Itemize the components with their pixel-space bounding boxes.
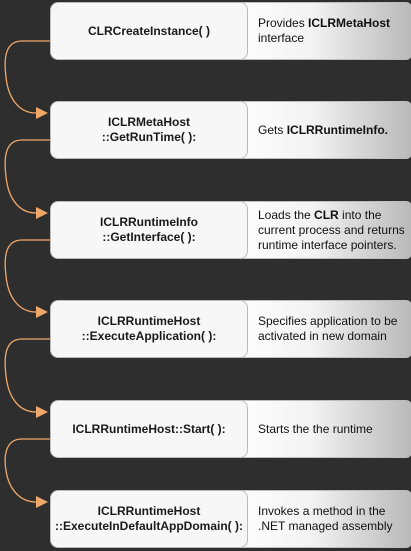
step-description-text: Loads the CLR into the current process a…	[258, 208, 405, 253]
method-name-line: ICLRRuntimeHost::Start( ):	[72, 421, 226, 436]
description-text: Invokes a method in the .NET managed ass…	[258, 504, 393, 533]
method-box: ICLRRuntimeInfo::GetInterface( ):	[50, 201, 248, 259]
step-description: Gets ICLRRuntimeInfo.	[230, 101, 411, 159]
step-description: Loads the CLR into the current process a…	[230, 201, 411, 259]
description-keyword: ICLRRuntimeInfo.	[286, 122, 389, 137]
method-box: ICLRRuntimeHost::ExecuteApplication( ):	[50, 300, 248, 358]
description-keyword: ICLRMetaHost	[308, 16, 391, 30]
connector-line-2	[4, 139, 50, 214]
arrow-head-icon	[36, 496, 48, 508]
method-name-line: ICLRRuntimeHost	[97, 504, 201, 518]
connector-line-5	[4, 438, 50, 503]
method-name-line: ICLRRuntimeInfo	[100, 215, 198, 229]
method-box: CLRCreateInstance( )	[50, 2, 248, 60]
description-keyword: CLR	[314, 207, 339, 222]
arrow-head-icon	[36, 406, 48, 418]
description-text: Loads the	[258, 207, 315, 222]
method-name-line: ::GetInterface( ):	[102, 230, 196, 244]
arrow-head-icon	[36, 107, 48, 119]
connector-line-4	[4, 338, 50, 413]
step-description-text: Gets ICLRRuntimeInfo.	[258, 123, 388, 138]
connector-line-1	[4, 40, 50, 114]
flow-step-1: Provides ICLRMetaHost interface CLRCreate…	[50, 2, 411, 60]
method-name-line: ICLRRuntimeHost	[97, 314, 201, 328]
description-text: Provides	[258, 16, 309, 30]
flow-step-2: Gets ICLRRuntimeInfo. ICLRMetaHost::GetRu…	[50, 101, 411, 159]
description-text: into the current process and returns run…	[258, 207, 405, 252]
description-text: Specifies application to be activated in…	[258, 314, 398, 343]
arrow-head-icon	[36, 306, 48, 318]
flow-step-3: Loads the CLR into the current process a…	[50, 201, 411, 259]
description-text: Gets	[258, 122, 287, 137]
step-description: Starts the the runtime	[230, 400, 411, 458]
arrow-head-icon	[36, 207, 48, 219]
method-name-line: ::GetRunTime( ):	[101, 130, 197, 144]
description-text: Starts the the runtime	[258, 421, 373, 436]
flow-step-6: Invokes a method in the .NET managed ass…	[50, 490, 411, 548]
flow-step-5: Starts the the runtime ICLRRuntimeHost::S…	[50, 400, 411, 458]
method-name-line: ::ExecuteInDefaultAppDomain( ):	[54, 519, 243, 533]
connector-line-3	[4, 239, 50, 313]
step-description: Provides ICLRMetaHost interface	[230, 2, 411, 60]
method-box: ICLRMetaHost::GetRunTime( ):	[50, 101, 248, 159]
method-name-line: ::ExecuteApplication( ):	[81, 329, 217, 343]
step-description-text: Specifies application to be activated in…	[258, 314, 405, 344]
step-description: Specifies application to be activated in…	[230, 300, 411, 358]
flow-step-4: Specifies application to be activated in…	[50, 300, 411, 358]
step-description-text: Invokes a method in the .NET managed ass…	[258, 504, 405, 534]
method-box: ICLRRuntimeHost::ExecuteInDefaultAppDoma…	[50, 490, 248, 548]
method-name-line: ICLRMetaHost	[107, 115, 190, 129]
step-description-text: Provides ICLRMetaHost interface	[258, 16, 405, 46]
description-text: interface	[258, 31, 305, 45]
step-description-text: Starts the the runtime	[258, 422, 373, 437]
method-box: ICLRRuntimeHost::Start( ):	[50, 400, 248, 458]
method-name-line: CLRCreateInstance( )	[87, 23, 211, 38]
step-description: Invokes a method in the .NET managed ass…	[230, 490, 411, 548]
